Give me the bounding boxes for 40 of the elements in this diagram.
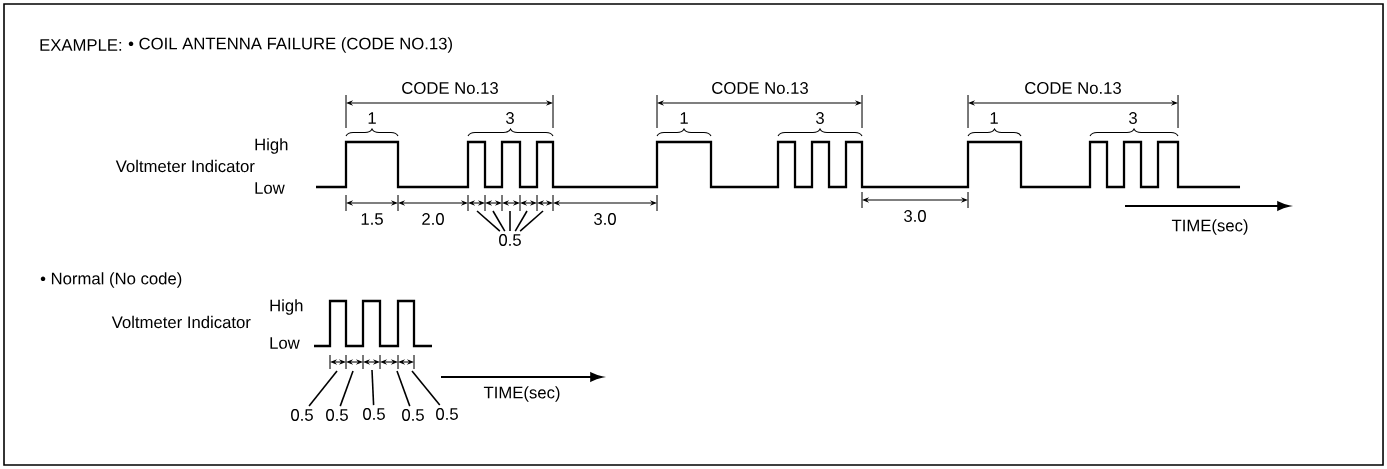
leader-line <box>509 210 511 232</box>
level-label: High <box>255 138 288 154</box>
heading-text: EXAMPLE: <box>40 39 122 51</box>
leader-line <box>492 210 506 232</box>
count-label: 3 <box>506 112 514 124</box>
leader-line <box>411 370 441 406</box>
level-label: Low <box>255 182 285 194</box>
leader-line <box>339 370 354 407</box>
count-label: 1 <box>990 112 998 124</box>
code-label: CODE No.13 <box>402 82 498 94</box>
dimension-label: 1.5 <box>361 213 383 225</box>
leader-line <box>308 370 338 407</box>
value-label: 0.5 <box>326 409 348 421</box>
count-label: 1 <box>680 112 688 124</box>
leader-line <box>514 210 528 232</box>
axis-label: TIME(sec) <box>483 386 560 402</box>
leader-line <box>396 370 411 407</box>
dimension-label: 2.0 <box>422 213 444 225</box>
dimension-label: 3.0 <box>594 213 616 225</box>
count-label: 3 <box>816 112 824 124</box>
value-label: 0.5 <box>291 409 313 421</box>
leader-line <box>371 369 375 406</box>
value-label: 0.5 <box>436 408 458 420</box>
axis-label: TIME(sec) <box>1171 219 1248 235</box>
leader-line <box>476 210 501 232</box>
level-label: High <box>270 299 303 315</box>
value-label: 0.5 <box>363 408 385 420</box>
heading-text: • Normal (No code) <box>40 272 182 288</box>
signal-name: Voltmeter Indicator <box>115 159 255 173</box>
leader-line <box>519 210 544 232</box>
code-label: CODE No.13 <box>712 82 808 94</box>
value-label: 0.5 <box>499 234 521 246</box>
code-label: CODE No.13 <box>1025 82 1121 94</box>
heading-text: • COIL ANTENNA FAILURE (CODE NO.13) <box>128 37 452 53</box>
count-label: 1 <box>368 112 376 124</box>
dimension-label: 3.0 <box>904 210 926 222</box>
count-label: 3 <box>1129 112 1137 124</box>
level-label: Low <box>270 337 300 349</box>
value-label: 0.5 <box>402 409 424 421</box>
signal-name: Voltmeter Indicator <box>111 315 251 329</box>
